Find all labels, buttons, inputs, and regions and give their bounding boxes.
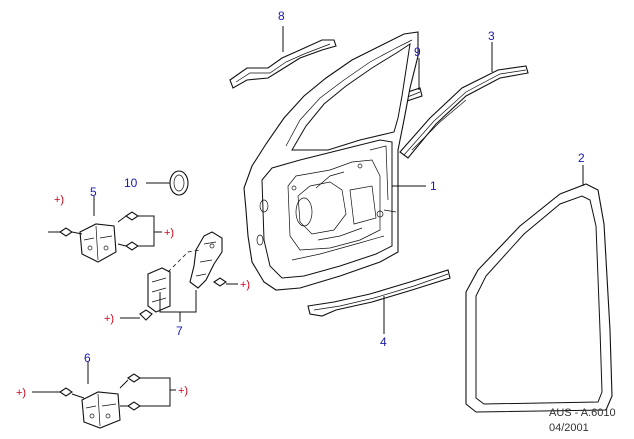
fastener-note-check-left: +) [104, 313, 114, 325]
callout-4: 4 [380, 335, 387, 349]
callout-1: 1 [430, 179, 437, 193]
fastener-note-check-right: +) [240, 279, 250, 291]
part-4-lower-sill-strip [307, 269, 451, 334]
callout-6: 6 [84, 351, 91, 365]
fastener-note-lower-hinge-right: +) [178, 385, 188, 397]
part-2-door-weatherstrip [465, 165, 613, 413]
diagram-date: 04/2001 [549, 422, 589, 434]
part-3-glass-run-strip [399, 42, 529, 159]
callout-8: 8 [278, 9, 285, 23]
part-7-door-check [120, 231, 238, 322]
part-10-grommet [146, 170, 189, 196]
callout-2: 2 [578, 151, 585, 165]
callout-5: 5 [90, 185, 97, 199]
part-8-upper-channel-strip [229, 26, 337, 89]
fastener-note-lower-hinge-left: +) [16, 387, 26, 399]
fastener-note-upper-hinge-left: +) [54, 194, 64, 206]
part-5-upper-hinge [48, 196, 162, 263]
callout-10: 10 [124, 176, 138, 190]
part-6-lower-hinge [32, 362, 176, 429]
callout-7: 7 [176, 324, 183, 338]
callout-9: 9 [414, 45, 421, 59]
fastener-note-upper-hinge-right: +) [164, 227, 174, 239]
callout-3: 3 [488, 29, 495, 43]
diagram-code: AUS - A.6010 [549, 407, 616, 419]
part-1-door-shell [243, 31, 426, 291]
